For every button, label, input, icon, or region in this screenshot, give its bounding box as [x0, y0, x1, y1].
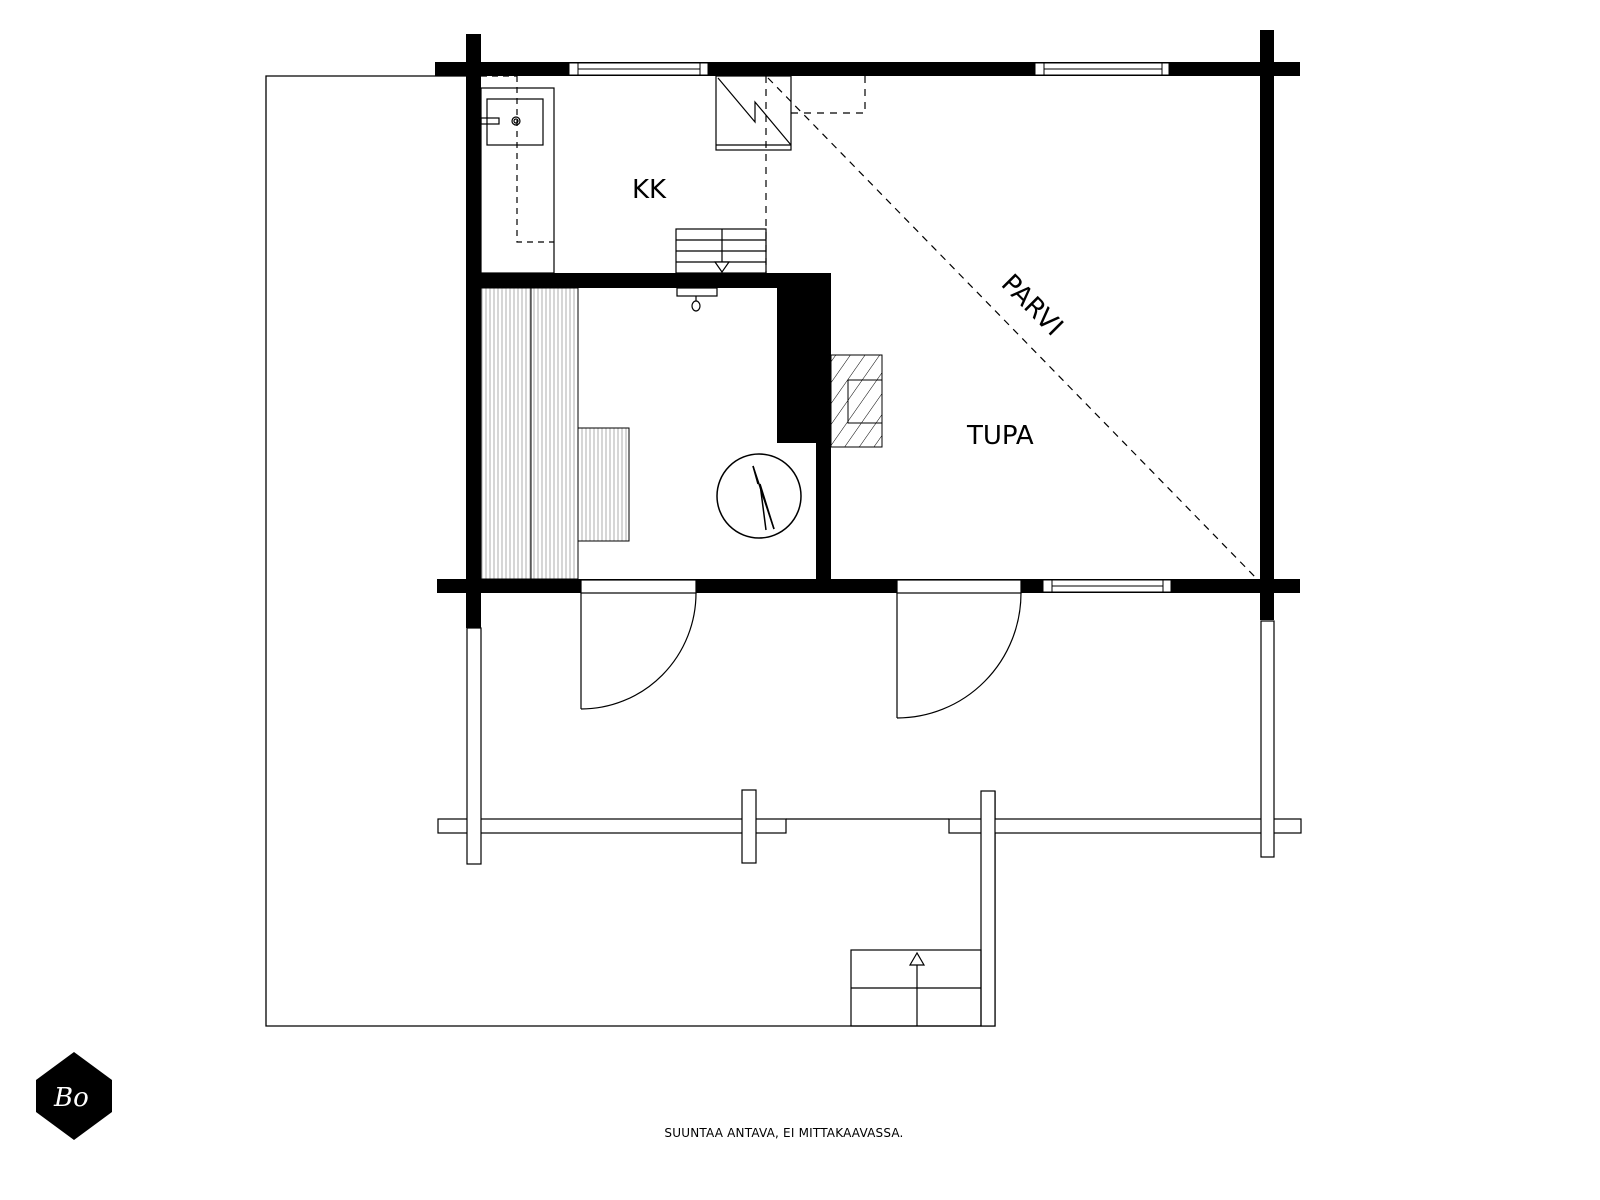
room-label-kk: KK [632, 175, 667, 205]
room-label-parvi: PARVI [995, 269, 1068, 342]
loft-ladder [675, 228, 767, 274]
window-top-left [568, 62, 709, 76]
window-top-right [1034, 62, 1170, 76]
shower-area [480, 75, 555, 274]
refrigerator-icon [715, 75, 792, 151]
shower-icon [676, 287, 718, 312]
scale-disclaimer: SUUNTAA ANTAVA, EI MITTAKAAVASSA. [664, 1126, 904, 1140]
door-tupa [896, 579, 1022, 719]
fireplace-icon [830, 354, 883, 448]
stair-arrow-icon [908, 951, 926, 966]
room-label-tupa: TUPA [966, 421, 1034, 451]
logo-text: Bo [53, 1083, 89, 1113]
sauna-benches [480, 287, 630, 580]
bo-logo: Bo [36, 1052, 112, 1140]
stair-arrow-icon [713, 261, 731, 274]
window-bottom-right [1042, 579, 1172, 593]
sink-icon [486, 98, 544, 146]
entrance-stairs [850, 949, 982, 1027]
porch-structure [437, 620, 1302, 1027]
deck-outline [265, 75, 996, 1027]
parvi-outline [765, 76, 1259, 581]
sauna-stove-icon [716, 453, 802, 539]
door-sauna [580, 579, 697, 710]
